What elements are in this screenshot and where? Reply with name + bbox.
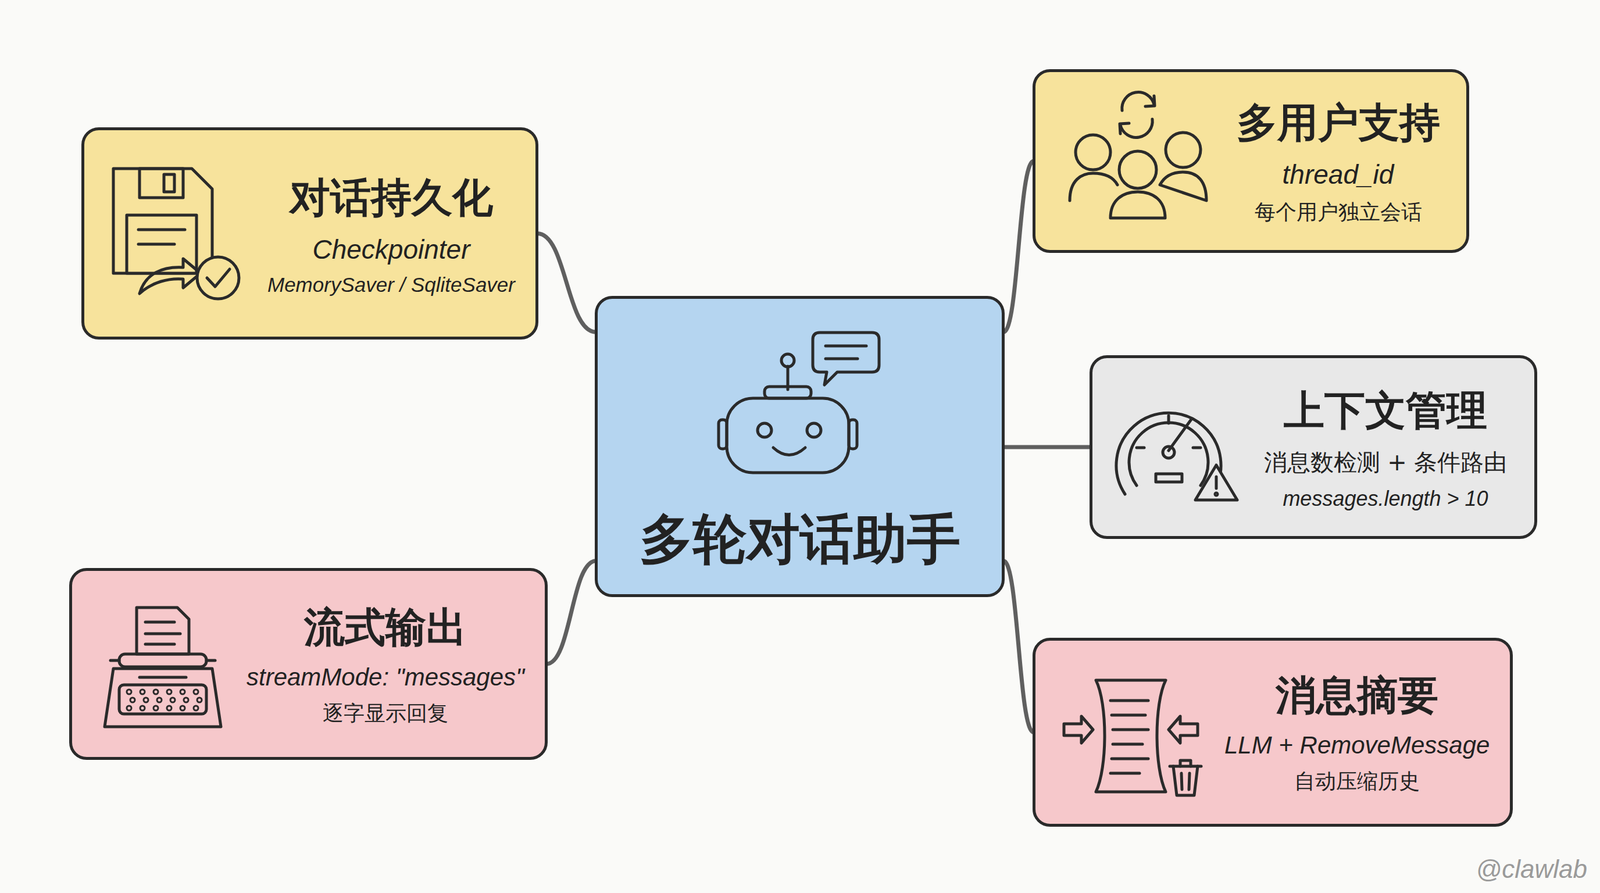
- users-icon: [1069, 92, 1207, 219]
- topic-title: 流式输出: [304, 600, 467, 656]
- topic-note: 逐字显示回复: [322, 699, 449, 728]
- watermark: @clawlab: [1476, 854, 1588, 884]
- text-column: 对话持久化 CheckpointerMemorySaver / SqliteSav…: [258, 130, 524, 337]
- text-column: 消息摘要 LLM + RemoveMessage 自动压缩历史: [1215, 640, 1499, 824]
- topic-title: 上下文管理: [1283, 383, 1488, 439]
- topic-box: 流式输出 streamMode: "messages" 逐字显示回复: [69, 568, 548, 760]
- text-column: 流式输出 streamMode: "messages" 逐字显示回复: [237, 570, 534, 757]
- topic-box: 多用户支持 thread_id 每个用户独立会话: [1032, 69, 1470, 253]
- text-column: 多用户支持 thread_id 每个用户独立会话: [1221, 72, 1455, 250]
- topic-box: 对话持久化 CheckpointerMemorySaver / SqliteSav…: [81, 127, 539, 340]
- gauge-icon: [1116, 412, 1238, 500]
- save-icon: [113, 168, 239, 299]
- text-column: 上下文管理消息数检测 + 条件路由 messages.length > 10: [1248, 358, 1523, 537]
- topic-title: 对话持久化: [289, 170, 494, 226]
- topic-note: MemorySaver / SqliteSaver: [267, 273, 516, 297]
- central-topic: 多轮对话助手: [594, 295, 1005, 598]
- topic-note: 每个用户独立会话: [1254, 198, 1423, 227]
- topic-title: 消息摘要: [1275, 668, 1439, 724]
- typewriter-icon: [104, 607, 221, 727]
- branch-connector: [1003, 161, 1034, 332]
- topic-note: messages.length > 10: [1282, 486, 1488, 512]
- topic-subtitle: 消息数检测 + 条件路由: [1263, 446, 1508, 479]
- topic-subtitle: LLM + RemoveMessage: [1224, 731, 1490, 760]
- topic-note: 自动压缩历史: [1294, 767, 1420, 796]
- robot-icon: [718, 332, 880, 473]
- text-column: 多轮对话助手: [609, 484, 991, 595]
- summary-icon: [1063, 680, 1202, 796]
- topic-box: 消息摘要 LLM + RemoveMessage 自动压缩历史: [1032, 637, 1513, 827]
- branch-connector: [1003, 561, 1034, 733]
- topic-subtitle: thread_id: [1282, 158, 1395, 191]
- topic-subtitle: Checkpointer: [312, 233, 470, 266]
- topic-subtitle: streamMode: "messages": [246, 663, 525, 692]
- topic-box: 上下文管理消息数检测 + 条件路由 messages.length > 10: [1089, 355, 1538, 539]
- branch-connector: [546, 561, 596, 664]
- branch-connector: [1003, 445, 1091, 450]
- topic-title: 多用户支持: [1236, 95, 1441, 151]
- topic-title: 多轮对话助手: [639, 503, 961, 576]
- branch-connector: [537, 233, 596, 333]
